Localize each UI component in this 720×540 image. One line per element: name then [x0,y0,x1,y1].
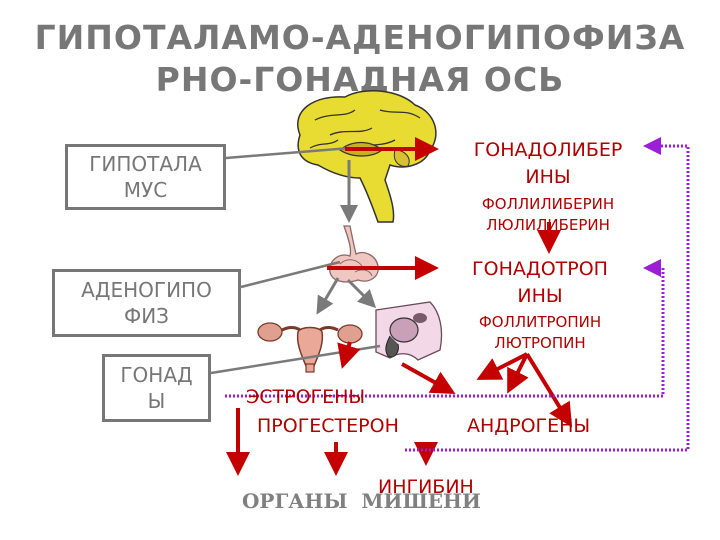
adenohypophysis-label-line2: ФИЗ [124,304,169,328]
adenohypophysis-label-line1: АДЕНОГИПО [81,278,212,302]
gonadoliberins-line1: ГОНАДОЛИБЕР [474,139,623,161]
hypothalamus-label-line1: ГИПОТАЛА [89,152,202,176]
uterus-to-estrogen-arrow [343,342,350,365]
lyutropin-label: ЛЮТРОПИН [440,333,640,354]
androgens-label: АНДРОГЕНЫ [467,413,590,440]
folliliberin-label: ФОЛЛИЛИБЕРИН [448,194,648,215]
follitropin-label: ФОЛЛИТРОПИН [440,312,640,333]
male-pelvis-icon [376,302,442,360]
progesterone-label: ПРОГЕСТЕРОН [257,413,399,440]
gonadotropins-line2: ИНЫ [517,285,562,307]
testis-to-androgen-arrow [402,364,452,392]
gonads-connector [211,346,380,373]
gonadoliberins-line2: ИНЫ [525,166,570,188]
adenohypophysis-connector [241,262,340,287]
pituitary-to-testis-arrow [348,280,374,306]
hypothalamus-label-line2: МУС [124,178,167,202]
estrogens-label: ЭСТРОГЕНЫ [246,384,365,411]
gonadoliberins-label: ГОНАДОЛИБЕР ИНЫ [448,137,648,191]
gonads-label-line2: Ы [148,389,166,413]
hypothalamus-label-box: ГИПОТАЛА МУС [65,144,226,210]
gonads-label-box: ГОНАД Ы [102,354,211,422]
gonadotropins-line1: ГОНАДОТРОП [472,258,608,280]
brain-icon [298,91,436,222]
target-organs-label: ОРГАНЫ МИШЕНИ [242,489,481,513]
adenohypophysis-label-box: АДЕНОГИПО ФИЗ [52,269,241,337]
lyuliberin-label: ЛЮЛИЛИБЕРИН [448,215,648,236]
pituitary-to-uterus-arrow [318,278,338,312]
pituitary-icon [330,226,379,282]
gonadotropins-label: ГОНАДОТРОП ИНЫ [440,256,640,310]
gonads-label-line1: ГОНАД [120,363,192,387]
